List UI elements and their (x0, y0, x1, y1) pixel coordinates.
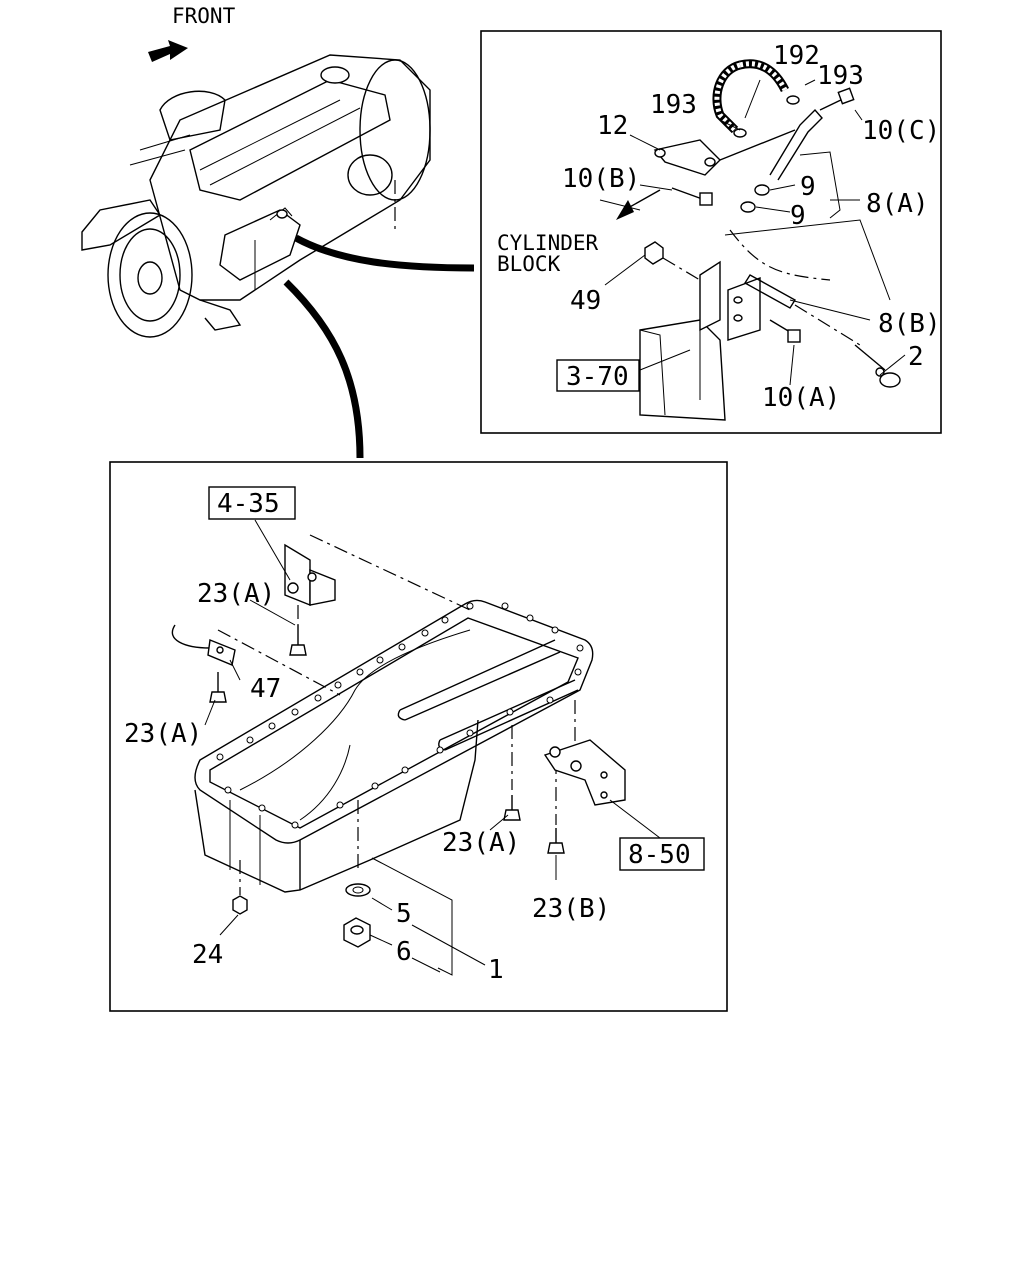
connector-line-bottom (283, 279, 364, 459)
callout-1: 1 (488, 955, 504, 985)
callout-12: 12 (597, 111, 628, 141)
callout-9: 9 (790, 201, 806, 231)
callout-193: 193 (817, 61, 864, 91)
callout-8b: 8(B) (878, 309, 941, 339)
oil-pan-illustration (171, 519, 661, 976)
dipstick-detail-illustration (599, 59, 906, 421)
ref-box-4-35-label: 4-35 (217, 489, 280, 519)
callout-23a: 23(A) (197, 579, 275, 609)
callout-47: 47 (250, 674, 281, 704)
callout-10a: 10(A) (762, 383, 840, 413)
callout-9: 9 (800, 172, 816, 202)
front-arrow-icon (148, 40, 188, 62)
callout-192: 192 (773, 41, 820, 71)
callout-6: 6 (396, 937, 412, 967)
callout-23a: 23(A) (124, 719, 202, 749)
ref-box-8-50-label: 8-50 (628, 840, 691, 870)
callout-10b: 10(B) (562, 164, 640, 194)
callout-10c: 10(C) (862, 116, 940, 146)
ref-box-3-70[interactable]: 3-70 (556, 359, 640, 392)
front-label: FRONT (172, 4, 236, 28)
ref-box-8-50[interactable]: 8-50 (619, 837, 705, 871)
cylinder-block-label: BLOCK (497, 252, 561, 276)
callout-8a: 8(A) (866, 189, 929, 219)
callout-193: 193 (650, 90, 697, 120)
callout-23b: 23(B) (532, 894, 610, 924)
ref-box-3-70-label: 3-70 (566, 362, 629, 392)
callout-2: 2 (908, 342, 924, 372)
dipstick-detail-frame (480, 30, 942, 434)
callout-49: 49 (570, 286, 601, 316)
ref-box-4-35[interactable]: 4-35 (208, 486, 296, 520)
callout-23a: 23(A) (442, 828, 520, 858)
oil-pan-detail-frame (109, 461, 728, 1012)
callout-5: 5 (396, 899, 412, 929)
engine-illustration (81, 54, 431, 338)
callout-24: 24 (192, 940, 223, 970)
cylinder-block-label: CYLINDER (497, 231, 599, 255)
connector-line-top (294, 234, 475, 272)
